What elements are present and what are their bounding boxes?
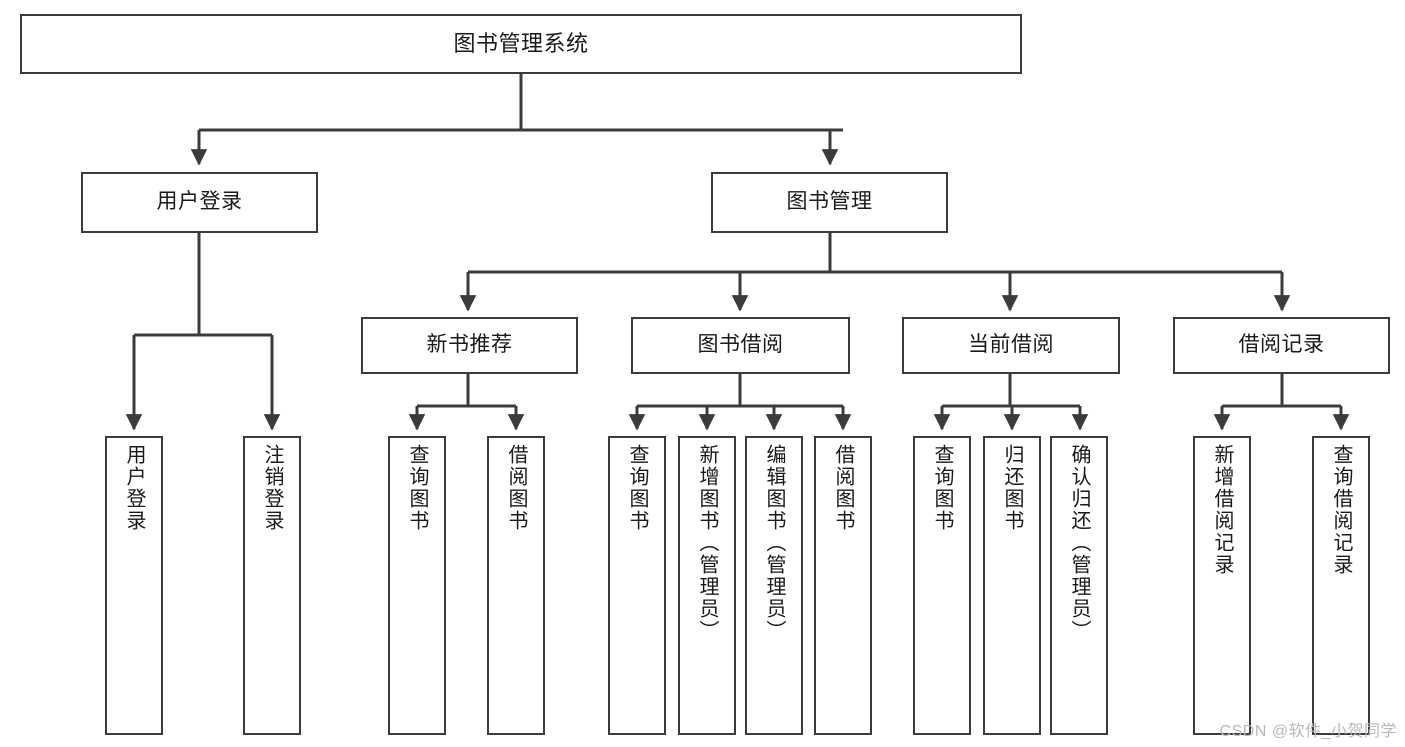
leaf-borrow-book-1[interactable]: 借阅图书 [487,436,545,735]
leaf-return-book[interactable]: 归还图书 [983,436,1041,735]
node-label: 查询图书 [406,444,428,532]
leaf-edit-book[interactable]: 编辑图书（管理员） [745,436,803,735]
leaf-add-book[interactable]: 新增图书（管理员） [678,436,736,735]
node-new-book-recommend[interactable]: 新书推荐 [361,317,578,374]
node-label: 图书管理 [786,190,873,214]
node-book-borrow[interactable]: 图书借阅 [631,317,850,374]
node-label: 归还图书 [1001,444,1023,532]
node-label: 图书借阅 [697,333,784,357]
node-book-manage[interactable]: 图书管理 [711,172,948,233]
leaf-add-borrow-record[interactable]: 新增借阅记录 [1193,436,1251,735]
leaf-query-book-3[interactable]: 查询图书 [913,436,971,735]
node-label: 编辑图书（管理员） [763,444,785,642]
node-label: 当前借阅 [968,333,1054,357]
leaf-query-book-1[interactable]: 查询图书 [388,436,446,735]
leaf-logout-login[interactable]: 注销登录 [243,436,301,735]
node-label: 用户登录 [123,444,145,532]
leaf-confirm-return[interactable]: 确认归还（管理员） [1050,436,1108,735]
node-user-login[interactable]: 用户登录 [81,172,318,233]
leaf-borrow-book-2[interactable]: 借阅图书 [814,436,872,735]
leaf-query-book-2[interactable]: 查询图书 [608,436,666,735]
csdn-watermark: CSDN @软件_小贺同学 [1219,723,1397,740]
node-borrow-record[interactable]: 借阅记录 [1173,317,1390,374]
node-label: 查询借阅记录 [1330,444,1352,576]
node-label: 新增图书（管理员） [696,444,718,642]
node-label: 借阅图书 [832,444,854,532]
node-label: 查询图书 [626,444,648,532]
leaf-user-login[interactable]: 用户登录 [105,436,163,735]
node-current-borrow[interactable]: 当前借阅 [902,317,1120,374]
node-label: 注销登录 [261,444,283,532]
node-label: 新书推荐 [426,333,513,357]
node-label: 用户登录 [156,190,243,214]
node-label: 图书管理系统 [453,31,589,57]
node-label: 借阅图书 [505,444,527,532]
node-label: 借阅记录 [1238,333,1325,357]
node-label: 新增借阅记录 [1211,444,1233,576]
node-label: 确认归还（管理员） [1068,444,1090,642]
node-label: 查询图书 [931,444,953,532]
leaf-query-borrow-record[interactable]: 查询借阅记录 [1312,436,1370,735]
node-root-book-management-system[interactable]: 图书管理系统 [20,14,1022,74]
